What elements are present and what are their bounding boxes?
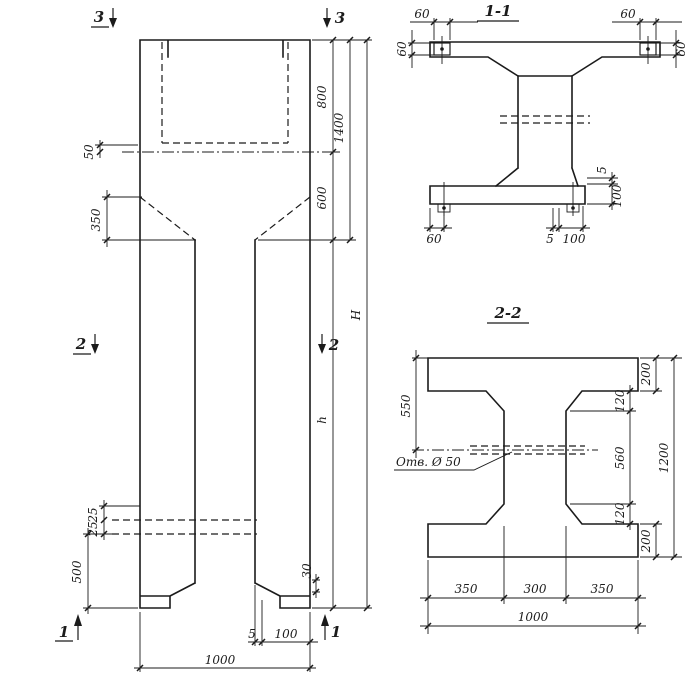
dim-350-label: 350	[89, 208, 103, 231]
dim-350-left-label: 350	[455, 582, 478, 596]
section-1-1-extension-lines	[408, 18, 680, 232]
section-1-1-dim-ticks	[408, 18, 680, 232]
marker-1-left-label: 1	[59, 623, 69, 641]
embedded-plate-lines	[112, 519, 257, 535]
marker-3-right-label: 3	[335, 9, 345, 27]
dim-5-bottom-label: 5	[546, 232, 554, 246]
dim-5-right-label: 5	[595, 166, 609, 174]
section-2-2-dim-ticks	[412, 354, 678, 630]
section-1-1-dimension-lines	[410, 21, 682, 229]
dim-1000-section-label: 1000	[518, 610, 549, 624]
dim-60-top-right-label: 60	[620, 7, 636, 21]
bolt-dot-icon	[646, 47, 650, 51]
marker-3-right-arrow-icon	[323, 18, 331, 28]
dim-60-right-label: 60	[674, 41, 688, 57]
elevation-dim-ticks	[84, 36, 371, 672]
dim-300-label: 300	[524, 582, 547, 596]
bolt-dot-icon	[571, 206, 575, 210]
dim-800-label: 800	[315, 85, 329, 108]
dim-50-label: 50	[82, 144, 96, 160]
dim-550-label: 550	[399, 394, 413, 417]
taper-hidden-lines	[139, 196, 311, 241]
bolt-dot-icon	[440, 47, 444, 51]
section-1-1-top-flange	[429, 41, 661, 77]
dim-500-label: 500	[70, 560, 84, 583]
section-1-1-web	[494, 75, 580, 188]
dim-60-bottom-left-label: 60	[426, 232, 442, 246]
section-2-2-dimension-lines	[415, 350, 675, 627]
marker-3-left-arrow-icon	[109, 18, 117, 28]
hole-callout-label: Отв. Ø 50	[396, 455, 461, 469]
dim-25-lower-label: 25	[86, 521, 100, 537]
section-1-1-title: 1-1	[484, 2, 511, 20]
marker-2-left-label: 2	[75, 335, 86, 353]
dim-60-left-label: 60	[395, 41, 409, 57]
elevation-extension-lines	[83, 39, 372, 672]
dim-30-label: 30	[300, 563, 314, 579]
section-marker-1-right: 1	[321, 614, 341, 641]
marker-2-right-label: 2	[328, 336, 339, 354]
dim-100-bottom-label: 100	[563, 232, 586, 246]
section-1-1-bottom-flange	[429, 185, 586, 205]
section-marker-2-right: 2	[318, 334, 339, 354]
dim-200-top-label: 200	[639, 362, 653, 386]
dim-200-bottom-label: 200	[639, 529, 653, 553]
dim-120-bottom-label: 120	[613, 502, 627, 525]
section-marker-1-left: 1	[55, 614, 82, 642]
elevation-dimension-lines	[87, 40, 368, 669]
section-2-2: 2-2 Отв. Ø 50 550 200 120 560 120 200 12…	[394, 304, 682, 634]
dim-350-right-label: 350	[591, 582, 614, 596]
dim-60-top-left-label: 60	[414, 7, 430, 21]
dim-1400-label: 1400	[332, 112, 346, 143]
marker-1-right-label: 1	[331, 623, 341, 641]
dim-100-right-label: 100	[610, 184, 624, 207]
dim-560-label: 560	[613, 446, 627, 469]
head-hidden-lines	[161, 42, 289, 144]
section-2-2-hole-hidden-lines	[470, 445, 585, 455]
dim-25-upper-label: 25	[86, 507, 100, 523]
column-outline	[139, 39, 311, 609]
section-2-2-outline	[427, 357, 639, 558]
dim-120-top-label: 120	[613, 389, 627, 412]
section-marker-2-left: 2	[73, 334, 99, 355]
dim-600-label: 600	[315, 186, 329, 209]
marker-1-left-arrow-icon	[74, 614, 82, 626]
marker-2-right-arrow-icon	[318, 344, 326, 354]
section-marker-3-right: 3	[323, 8, 345, 28]
hole-callout-leader	[394, 451, 513, 471]
dim-100-foot-label: 100	[275, 627, 298, 641]
dim-5-foot-label: 5	[248, 627, 256, 641]
dim-1000-elevation-label: 1000	[205, 653, 236, 667]
dim-H-label: H	[349, 309, 363, 321]
section-marker-3-left: 3	[91, 8, 117, 28]
section-2-2-title: 2-2	[493, 304, 521, 322]
section-2-2-extension-lines	[412, 357, 682, 634]
marker-1-right-arrow-icon	[321, 614, 329, 626]
column-elevation: 50 350 25 25 500 800 600 1400 H h 30 5 1…	[55, 8, 372, 672]
section-1-1: 1-1 60 60 60 60 60 5 100 5 100	[395, 2, 688, 246]
marker-3-left-label: 3	[94, 8, 104, 26]
section-1-1-hole-hidden-lines	[500, 115, 590, 124]
dim-h-label: h	[315, 416, 329, 424]
marker-2-left-arrow-icon	[91, 344, 99, 354]
dim-1200-label: 1200	[657, 442, 671, 473]
